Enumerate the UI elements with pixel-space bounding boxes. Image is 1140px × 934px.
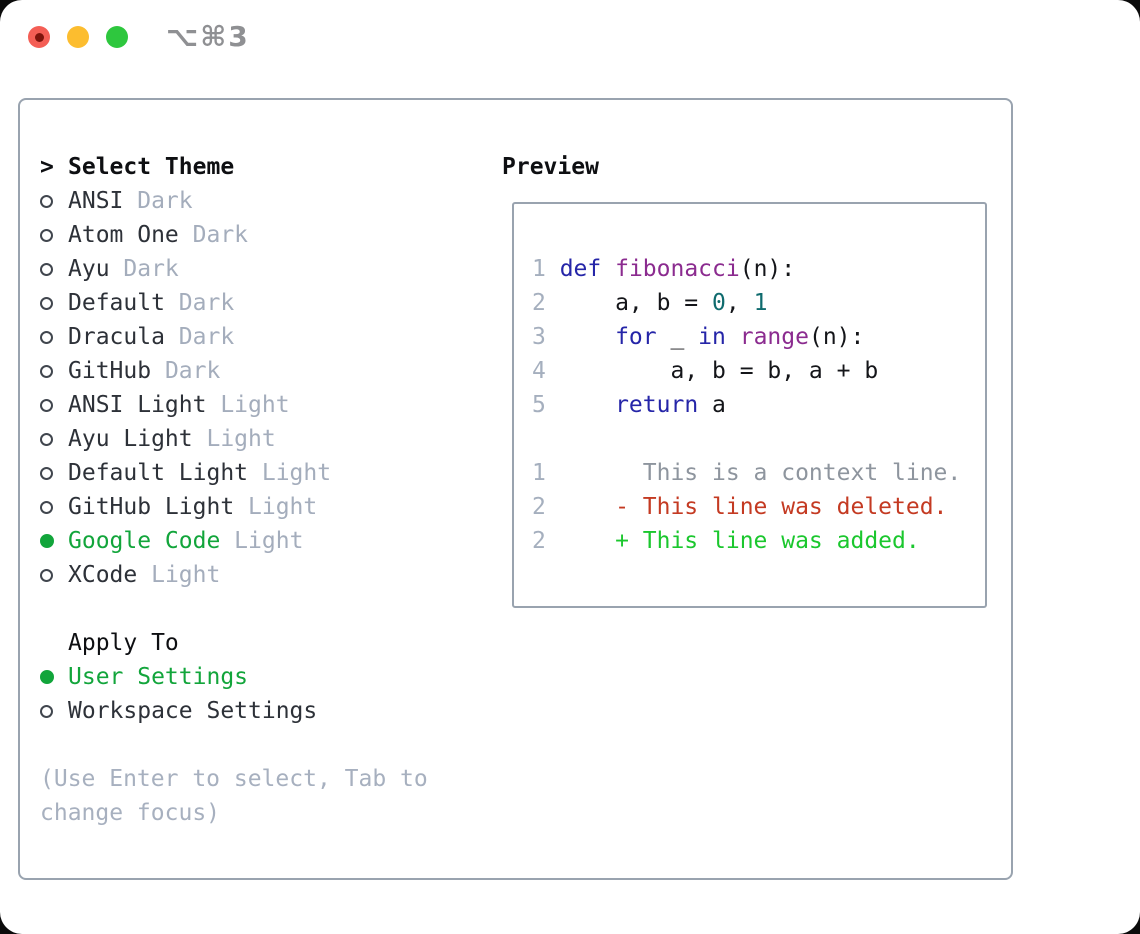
line-number: 2 bbox=[532, 494, 546, 520]
radio-icon bbox=[40, 228, 53, 242]
window-title: ⌥⌘3 bbox=[166, 20, 250, 53]
theme-variant: Light bbox=[137, 562, 221, 588]
theme-option[interactable]: XCode Light bbox=[40, 558, 480, 592]
theme-option[interactable]: Ayu Light Light bbox=[40, 422, 480, 456]
radio-icon bbox=[40, 194, 53, 208]
theme-variant: Light bbox=[248, 460, 332, 486]
theme-variant: Light bbox=[220, 528, 304, 554]
line-number: 2 bbox=[532, 528, 546, 554]
line-number: 2 bbox=[532, 290, 546, 316]
close-button[interactable] bbox=[28, 26, 50, 48]
zoom-button[interactable] bbox=[106, 26, 128, 48]
apply-label: User Settings bbox=[68, 664, 249, 690]
theme-label: ANSI Light bbox=[68, 392, 207, 418]
radio-icon bbox=[40, 466, 53, 480]
theme-label: ANSI bbox=[68, 188, 124, 214]
theme-option[interactable]: Dracula Dark bbox=[40, 320, 480, 354]
apply-to-header: Apply To bbox=[68, 630, 179, 656]
theme-option[interactable]: ANSI Dark bbox=[40, 184, 480, 218]
line-number: 3 bbox=[532, 324, 546, 350]
theme-label: Default bbox=[68, 290, 165, 316]
radio-selected-icon bbox=[40, 670, 54, 684]
code-line: 4 a, b = b, a + b bbox=[532, 354, 985, 388]
radio-icon bbox=[40, 296, 53, 310]
radio-selected-icon bbox=[40, 534, 54, 548]
theme-variant: Light bbox=[192, 426, 276, 452]
theme-option[interactable]: GitHub Dark bbox=[40, 354, 480, 388]
code-line: 5 return a bbox=[532, 388, 985, 422]
code-line: 3 for _ in range(n): bbox=[532, 320, 985, 354]
radio-icon bbox=[40, 330, 53, 344]
traffic-lights bbox=[28, 26, 128, 48]
theme-label: Dracula bbox=[68, 324, 165, 350]
theme-option[interactable]: GitHub Light Light bbox=[40, 490, 480, 524]
theme-option[interactable]: Atom One Dark bbox=[40, 218, 480, 252]
apply-label: Workspace Settings bbox=[68, 698, 318, 724]
theme-label: Ayu Light bbox=[68, 426, 193, 452]
theme-option[interactable]: Default Dark bbox=[40, 286, 480, 320]
theme-label: Google Code bbox=[68, 528, 221, 554]
diff-line: 2 + This line was added. bbox=[532, 524, 985, 558]
apply-option[interactable]: Workspace Settings bbox=[40, 694, 480, 728]
theme-option[interactable]: Default Light Light bbox=[40, 456, 480, 490]
radio-icon bbox=[40, 364, 53, 378]
theme-variant: Dark bbox=[151, 358, 221, 384]
code-line: 2 a, b = 0, 1 bbox=[532, 286, 985, 320]
theme-variant: Dark bbox=[178, 222, 249, 248]
radio-icon bbox=[40, 704, 53, 718]
theme-label: Atom One bbox=[68, 222, 179, 248]
apply-to-header-row: Apply To bbox=[40, 626, 480, 660]
theme-variant: Light bbox=[234, 494, 318, 520]
diff-line: 2 - This line was deleted. bbox=[532, 490, 985, 524]
theme-option[interactable]: Google Code Light bbox=[40, 524, 480, 558]
keyboard-hint: (Use Enter to select, Tab to change focu… bbox=[40, 766, 428, 826]
line-number: 1 bbox=[532, 460, 546, 486]
theme-option[interactable]: Ayu Dark bbox=[40, 252, 480, 286]
theme-variant: Light bbox=[206, 392, 290, 418]
line-number: 1 bbox=[532, 256, 546, 282]
radio-icon bbox=[40, 500, 53, 514]
theme-variant: Dark bbox=[123, 188, 193, 214]
preview-header: Preview bbox=[502, 154, 599, 180]
radio-icon bbox=[40, 262, 53, 276]
theme-label: GitHub Light bbox=[68, 494, 235, 520]
minimize-button[interactable] bbox=[67, 26, 89, 48]
theme-variant: Dark bbox=[164, 324, 235, 350]
theme-label: XCode bbox=[68, 562, 138, 588]
radio-icon bbox=[40, 398, 53, 412]
focus-arrow-icon: > bbox=[40, 154, 54, 180]
theme-variant: Dark bbox=[164, 290, 235, 316]
theme-option[interactable]: ANSI Light Light bbox=[40, 388, 480, 422]
theme-label: GitHub bbox=[68, 358, 152, 384]
theme-label: Ayu bbox=[68, 256, 110, 282]
theme-variant: Dark bbox=[109, 256, 179, 282]
line-number: 5 bbox=[532, 392, 546, 418]
select-theme-header: Select Theme bbox=[68, 154, 235, 180]
theme-label: Default Light bbox=[68, 460, 249, 486]
apply-option[interactable]: User Settings bbox=[40, 660, 480, 694]
line-number: 4 bbox=[532, 358, 546, 384]
select-theme-header-row: > Select Theme bbox=[40, 150, 480, 184]
radio-icon bbox=[40, 432, 53, 446]
diff-line: 1 This is a context line. bbox=[532, 456, 985, 490]
close-dot-icon bbox=[34, 32, 44, 42]
diff-preview: 1 This is a context line.2 - This line w… bbox=[532, 456, 985, 558]
radio-icon bbox=[40, 568, 53, 582]
